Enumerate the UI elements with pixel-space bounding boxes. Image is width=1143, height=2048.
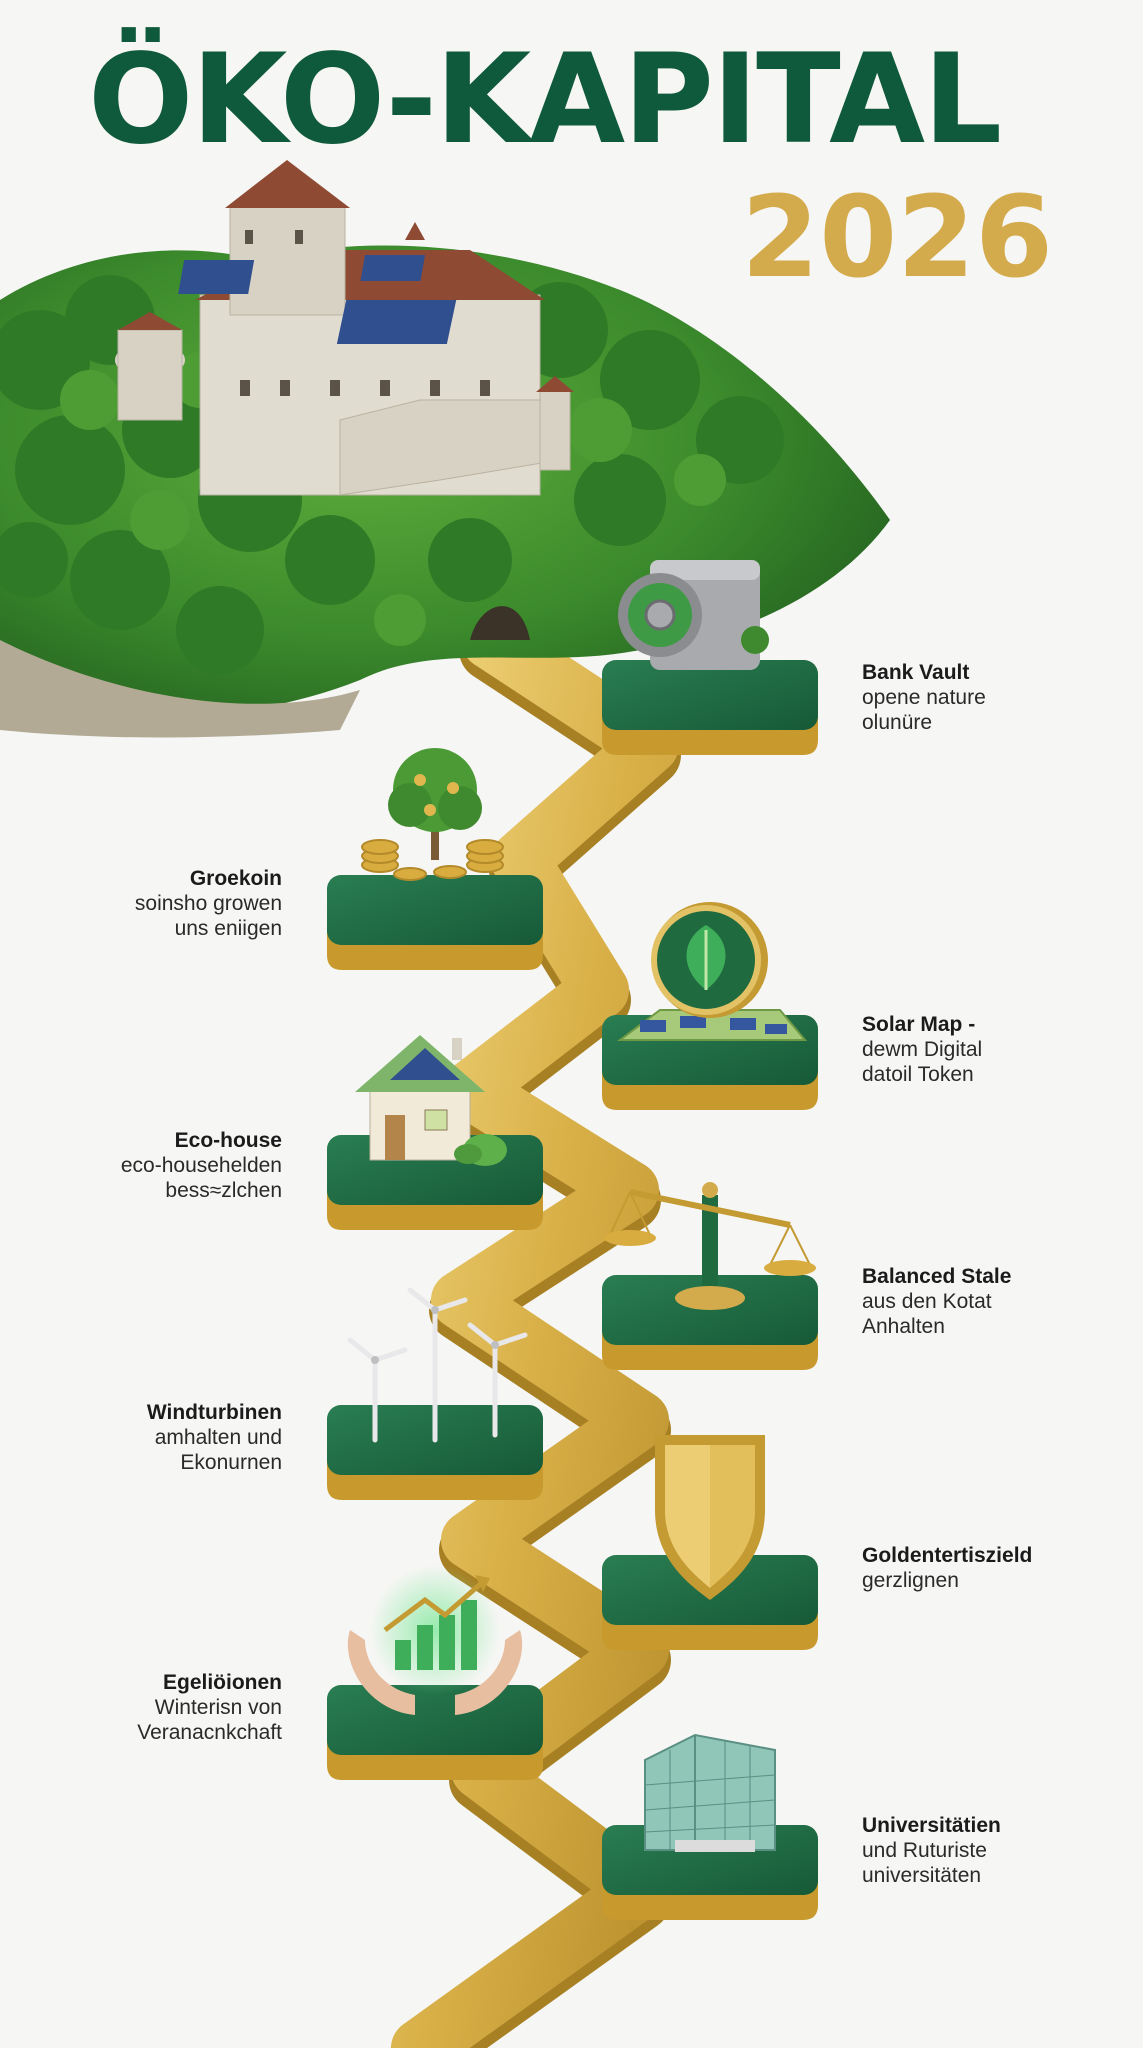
- step-label-goldentertiszield: Goldentertiszield gerzlignen: [862, 1544, 1033, 1592]
- step-label-egelioionen: Egeliöionen Winterisn von Veranacnkchaft: [137, 1671, 282, 1744]
- gold-shield-icon: [655, 1435, 765, 1600]
- bank-vault-icon: [618, 560, 769, 670]
- step-label-windturbinen: Windturbinen amhalten und Ekonurnen: [146, 1401, 282, 1474]
- coin-tree-icon: [361, 748, 504, 881]
- title-year: 2026: [741, 173, 1053, 303]
- eco-house-icon: [355, 1035, 507, 1166]
- castle: [115, 160, 574, 496]
- platform-5: [602, 1275, 818, 1370]
- platform-2: [327, 875, 543, 970]
- platform-1: [602, 660, 818, 755]
- step-label-balanced-stale: Balanced Stale aus den Kotat Anhalten: [862, 1265, 1012, 1338]
- step-label-groekoin: Groekoin soinsho growen uns eniigen: [134, 867, 282, 940]
- page-title: ÖKO-KAPITAL: [88, 28, 1002, 172]
- platform-8: [327, 1685, 543, 1780]
- university-building-icon: [644, 1733, 776, 1852]
- wind-turbine-icon: [347, 1287, 528, 1443]
- step-label-bank-vault: Bank Vault opene nature olunüre: [862, 661, 986, 734]
- step-label-universitatien: Universitätien und Ruturiste universität…: [862, 1814, 1001, 1887]
- step-label-eco-house: Eco-house eco-househelden bess≈zlchen: [120, 1129, 282, 1202]
- castle-hill: [0, 160, 890, 738]
- step-label-solar-map: Solar Map - dewm Digital datoil Token: [862, 1013, 983, 1086]
- solar-map-token-icon: [617, 902, 808, 1041]
- growth-hands-icon: [347, 1565, 523, 1715]
- balance-scale-icon: [604, 1182, 816, 1310]
